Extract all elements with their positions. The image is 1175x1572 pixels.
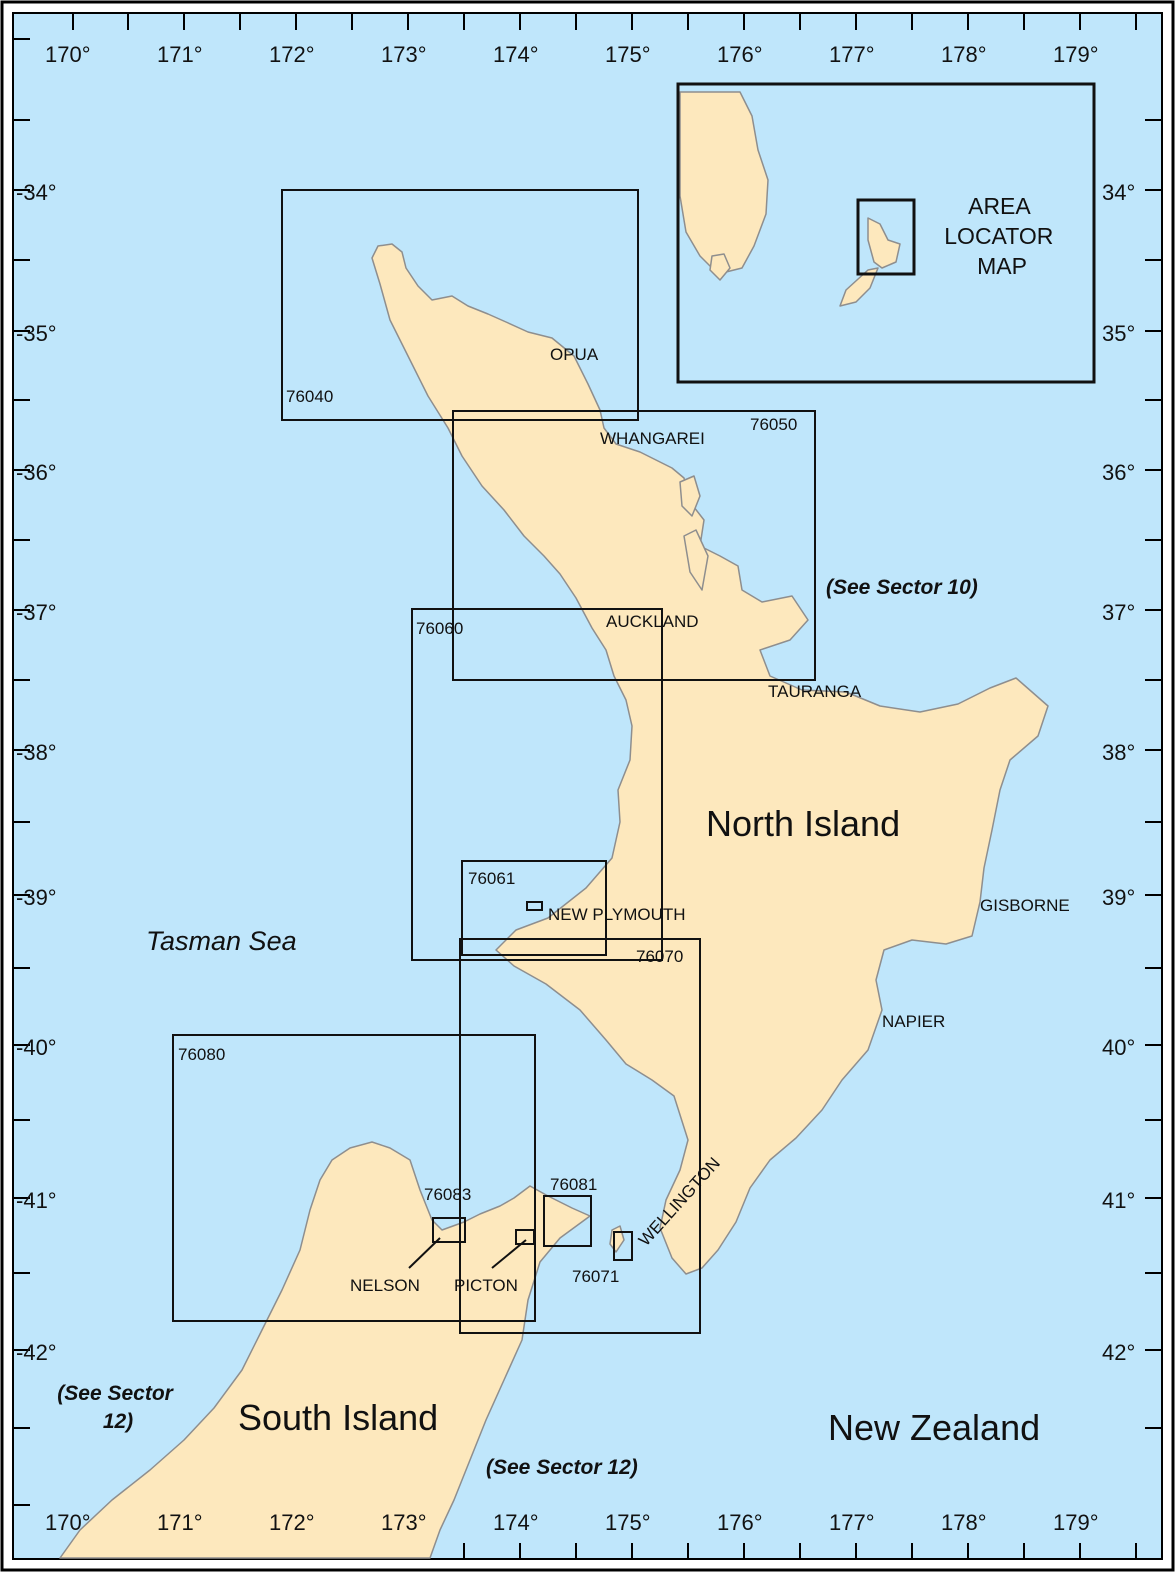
lat-label: 41° — [1102, 1188, 1135, 1213]
chart-box-76050 — [452, 410, 816, 681]
port-opua: OPUA — [550, 345, 599, 364]
chart-box-76080 — [172, 1034, 536, 1322]
port-tauranga: TAURANGA — [768, 682, 862, 701]
south-island-shape — [59, 1141, 591, 1559]
lat-label: -42° — [16, 1340, 57, 1365]
lon-label: 172° — [269, 1510, 315, 1535]
chart-label-76080: 76080 — [178, 1045, 225, 1064]
lon-label: 174° — [493, 42, 539, 67]
chart-box-76083 — [432, 1217, 466, 1243]
lat-label: 40° — [1102, 1035, 1135, 1060]
australia-shape — [679, 91, 769, 275]
locator-south-island — [839, 267, 879, 307]
chart-label-76060: 76060 — [416, 619, 463, 638]
port-gisborne: GISBORNE — [980, 896, 1070, 915]
lat-label: 42° — [1102, 1340, 1135, 1365]
chart-box-76061 — [461, 860, 607, 956]
lat-label: -38° — [16, 740, 57, 765]
area-locator-label: AREA LOCATOR MAP — [944, 193, 1059, 279]
great-barrier-island — [679, 475, 701, 517]
lon-label: 170° — [45, 1510, 91, 1535]
lon-label: 178° — [941, 42, 987, 67]
lon-label: 171° — [157, 1510, 203, 1535]
lat-label: 36° — [1102, 460, 1135, 485]
sector-ref-south: (See Sector 12) — [486, 1456, 638, 1479]
tasmania-shape — [709, 253, 731, 281]
lon-label: 177° — [829, 1510, 875, 1535]
tasman-sea-label: Tasman Sea — [146, 926, 297, 956]
port-napier: NAPIER — [882, 1012, 945, 1031]
lat-label: 39° — [1102, 885, 1135, 910]
south-island-label: South Island — [238, 1397, 438, 1438]
longitude-labels-top: 170° 171° 172° 173° 174° 175° 176° 177° … — [45, 42, 1099, 67]
lat-label: -39° — [16, 885, 57, 910]
lat-label: 34° — [1102, 180, 1135, 205]
port-whangarei: WHANGAREI — [600, 429, 705, 448]
chart-label-76040: 76040 — [286, 387, 333, 406]
sector-ref-southwest: (See Sector 12) — [57, 1382, 178, 1433]
locator-north-island — [867, 217, 901, 269]
leader-lines — [408, 1237, 527, 1269]
lat-label: -34° — [16, 180, 57, 205]
chart-box-76040 — [281, 189, 639, 421]
chart-label-76061: 76061 — [468, 869, 515, 888]
lat-label: -40° — [16, 1035, 57, 1060]
country-label: New Zealand — [828, 1407, 1040, 1448]
lon-label: 173° — [381, 42, 427, 67]
lat-label: 38° — [1102, 740, 1135, 765]
latitude-labels-left: -34° -35° -36° -37° -38° -39° -40° -41° … — [16, 180, 57, 1365]
lon-label: 179° — [1053, 42, 1099, 67]
lat-label: -37° — [16, 600, 57, 625]
lat-label: -35° — [16, 321, 57, 346]
chart-box-76071 — [613, 1231, 633, 1261]
port-auckland: AUCKLAND — [606, 612, 699, 631]
lon-label: 174° — [493, 1510, 539, 1535]
latitude-labels-right: 34° 35° 36° 37° 38° 39° 40° 41° 42° — [1102, 180, 1135, 1365]
lat-label: 37° — [1102, 600, 1135, 625]
port-nelson: NELSON — [350, 1276, 420, 1295]
lon-label: 179° — [1053, 1510, 1099, 1535]
chart-box-76070 — [459, 938, 701, 1334]
chart-box-picton-detail — [515, 1229, 535, 1245]
lat-label: 35° — [1102, 321, 1135, 346]
chart-box-new-plymouth-detail — [526, 901, 543, 911]
lon-label: 175° — [605, 42, 651, 67]
lon-label: 172° — [269, 42, 315, 67]
coromandel-peninsula — [683, 529, 709, 591]
port-picton: PICTON — [454, 1276, 518, 1295]
lat-label: -36° — [16, 460, 57, 485]
locator-frame — [676, 82, 1096, 384]
lon-label: 176° — [717, 1510, 763, 1535]
chart-label-76081: 76081 — [550, 1175, 597, 1194]
port-new-plymouth: NEW PLYMOUTH — [548, 905, 686, 924]
lat-label: -41° — [16, 1188, 57, 1213]
land-masses — [59, 91, 1049, 1559]
lon-label: 171° — [157, 42, 203, 67]
chart-label-76083: 76083 — [424, 1185, 471, 1204]
lon-label: 173° — [381, 1510, 427, 1535]
lon-label: 178° — [941, 1510, 987, 1535]
chart-label-76050: 76050 — [750, 415, 797, 434]
lon-label: 175° — [605, 1510, 651, 1535]
chart-label-76071: 76071 — [572, 1267, 619, 1286]
lon-label: 177° — [829, 42, 875, 67]
lon-label: 170° — [45, 42, 91, 67]
longitude-labels-bottom: 170° 171° 172° 173° 174° 175° 176° 177° … — [45, 1510, 1099, 1535]
sector-ref-east: (See Sector 10) — [826, 576, 978, 599]
chart-coverage-boxes — [172, 82, 1096, 1334]
chart-label-76070: 76070 — [636, 947, 683, 966]
chart-box-76081 — [543, 1195, 592, 1247]
chart-number-labels: 76040 76050 76060 76061 76070 76071 7608… — [178, 387, 797, 1286]
north-island-label: North Island — [706, 803, 900, 844]
chart-box-76060 — [411, 608, 663, 961]
north-island-shape — [371, 243, 1049, 1275]
lon-label: 176° — [717, 42, 763, 67]
locator-nz-highlight — [856, 198, 916, 276]
